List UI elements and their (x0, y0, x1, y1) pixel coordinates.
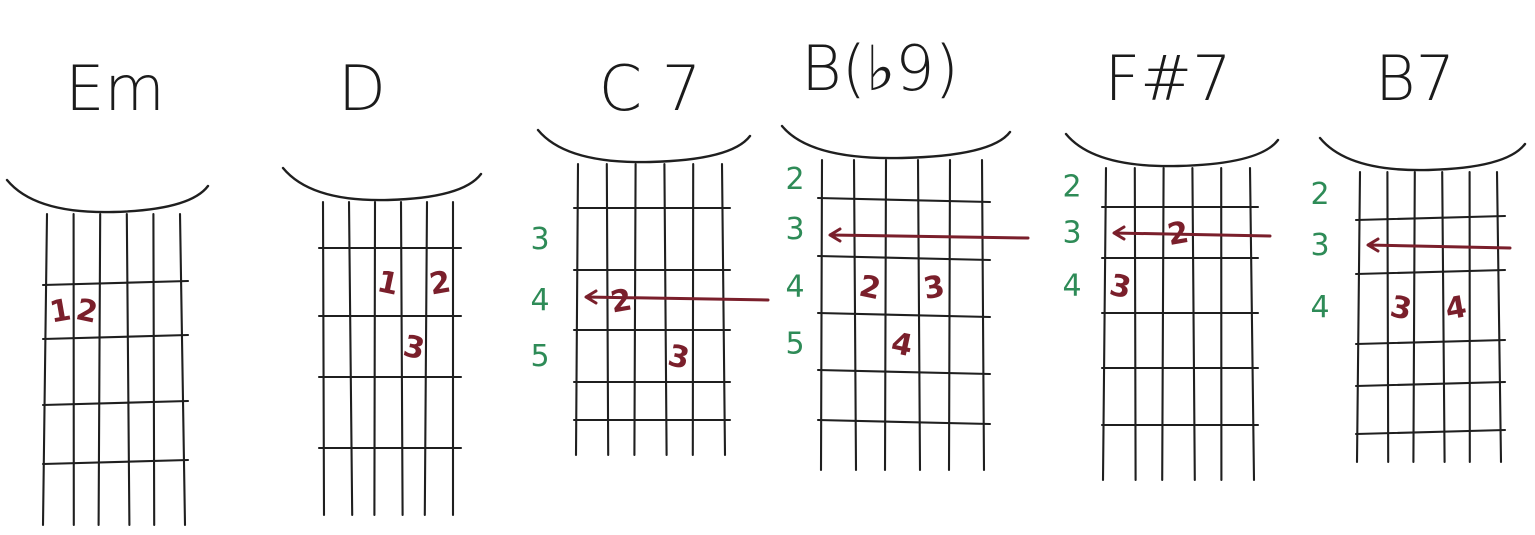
string-line (1412, 170, 1416, 464)
fret-number: 3 (1310, 228, 1329, 263)
string-line (1248, 166, 1256, 482)
string-line (663, 162, 668, 457)
fret-line (1354, 380, 1507, 388)
fret-number: 3 (530, 222, 549, 257)
nut-curve (281, 166, 483, 202)
chord-name: B7 (1375, 42, 1455, 115)
string-line (980, 158, 986, 472)
fret-line (816, 196, 992, 204)
fret-number: 4 (1310, 290, 1329, 325)
fret-number: 4 (785, 270, 804, 305)
fret-line (1354, 338, 1507, 346)
fret-number: 4 (1062, 269, 1081, 304)
fret-number: 2 (1310, 177, 1329, 212)
fret-number: 5 (530, 339, 549, 374)
fret-line (816, 254, 992, 262)
string-line (1101, 166, 1108, 482)
nut-curve (780, 124, 1012, 160)
fret-line (816, 368, 992, 376)
fret-number: 2 (1062, 170, 1081, 205)
nut-curve (536, 128, 752, 164)
string-line (852, 158, 858, 472)
string-line (819, 158, 824, 472)
fret-line (41, 279, 190, 287)
fret-number: 4 (530, 283, 549, 318)
string-line (178, 212, 187, 527)
fret-line (1354, 428, 1507, 436)
string-line (152, 212, 156, 527)
barre-line (1112, 225, 1272, 241)
string-line (720, 162, 727, 457)
string-line (633, 162, 637, 457)
barre-line (584, 289, 770, 305)
fret-number: 3 (1062, 216, 1081, 251)
fret-line (1354, 214, 1507, 222)
string-line (1495, 170, 1503, 464)
fret-line (816, 311, 992, 319)
fret-line (41, 399, 190, 407)
nut-curve (1318, 136, 1527, 172)
string-line (1386, 170, 1390, 464)
barre-line (828, 227, 1030, 243)
string-line (1441, 170, 1446, 464)
string-line (125, 212, 131, 527)
fret-line (1354, 268, 1507, 276)
string-line (1161, 166, 1165, 482)
string-line (399, 200, 404, 517)
fret-number: 5 (785, 327, 804, 362)
chord-name: B(♭9) (801, 32, 959, 105)
fret-line (816, 418, 992, 426)
nut-curve (1064, 132, 1280, 168)
chord-name: Em (65, 52, 165, 125)
fret-line (41, 333, 190, 341)
chord-name: F#7 (1104, 42, 1231, 115)
chord-name: C 7 (599, 52, 701, 125)
string-line (1191, 166, 1196, 482)
string-line (347, 200, 354, 517)
string-line (423, 200, 429, 517)
fret-number: 3 (785, 212, 804, 247)
string-line (373, 200, 377, 517)
nut-curve (5, 178, 210, 214)
string-line (574, 162, 580, 457)
barre-line (1366, 237, 1512, 253)
string-line (605, 162, 610, 457)
string-line (97, 212, 102, 527)
string-line (41, 212, 49, 527)
fret-line (41, 458, 190, 466)
fret-number: 2 (785, 162, 804, 197)
string-line (1133, 166, 1137, 482)
string-line (947, 158, 952, 472)
chord-name: D (338, 52, 386, 125)
string-line (321, 200, 326, 517)
